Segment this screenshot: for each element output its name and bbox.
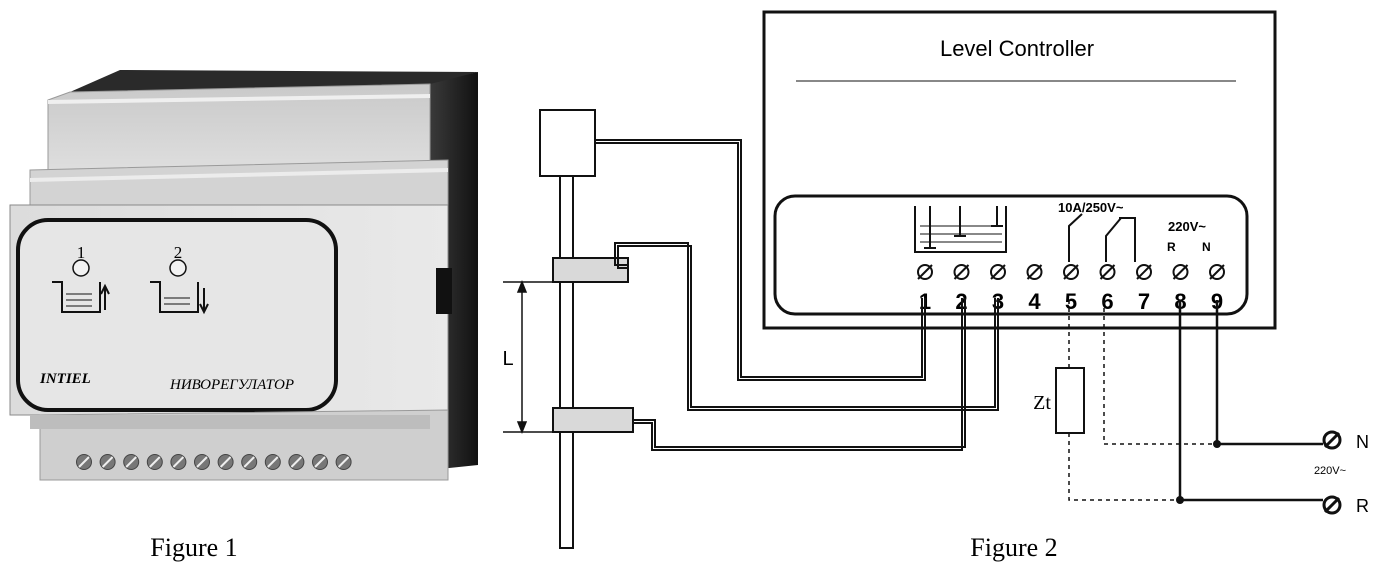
load-zt — [1055, 367, 1085, 434]
device-name: НИВОРЕГУЛАТОР — [169, 377, 294, 393]
indicator-1-label: 1 — [77, 243, 86, 262]
device-terminal-screw — [123, 454, 140, 470]
junction-n — [1213, 440, 1221, 448]
probe-head-box — [539, 109, 596, 177]
upper-level-sensor — [552, 257, 629, 283]
supply-rating: 220V~ — [1168, 219, 1206, 234]
lower-level-sensor — [552, 407, 634, 433]
relay-rating: 10A/250V~ — [1058, 200, 1124, 215]
device-terminal-row — [76, 454, 352, 470]
device-terminal-screw — [99, 454, 116, 470]
terminal-screw-5 — [1063, 264, 1079, 280]
device-terminal-screw — [76, 454, 92, 470]
line-r-label: R — [1356, 496, 1369, 516]
figure1-caption: Figure 1 — [150, 533, 237, 562]
supply-n-label: N — [1202, 240, 1211, 254]
line-terminal-r — [1322, 495, 1342, 515]
line-voltage-label: 220V~ — [1314, 465, 1346, 477]
terminal-screw-6 — [1099, 264, 1116, 280]
controller-title: Level Controller — [940, 36, 1094, 61]
probe-rod — [559, 175, 574, 549]
terminal-screw-8 — [1172, 264, 1189, 280]
device-terminal-screw — [264, 454, 281, 470]
terminal-screw-4 — [1026, 264, 1043, 280]
device-terminal-screw — [146, 454, 163, 470]
supply-wiring — [1178, 300, 1323, 502]
device-illustration — [9, 70, 478, 481]
terminal-screw-1 — [917, 264, 933, 280]
dashed-load-wiring — [1068, 300, 1217, 501]
terminal-panel — [773, 194, 1249, 316]
device-terminal-screw — [194, 454, 210, 470]
probe-wiring — [595, 139, 999, 451]
distance-marker — [503, 279, 553, 435]
terminal-number: 4 — [1028, 289, 1041, 314]
line-terminal-n — [1322, 430, 1342, 450]
load-label: Zt — [1033, 392, 1051, 414]
device-terminal-screw — [170, 454, 187, 470]
device-terminal-screw — [312, 454, 328, 470]
indicator-2-label: 2 — [174, 243, 183, 262]
terminal-number: 7 — [1138, 289, 1150, 314]
device-terminal-screw — [288, 454, 305, 470]
device-terminal-screw — [335, 454, 352, 470]
figure2-caption: Figure 2 — [970, 533, 1057, 562]
line-n-label: N — [1356, 432, 1369, 452]
terminal-screw-3 — [990, 264, 1006, 280]
level-probe-symbol — [914, 206, 1007, 253]
terminal-screw-7 — [1136, 264, 1152, 280]
terminal-number: 6 — [1101, 289, 1113, 314]
relay-contact-symbol — [1068, 213, 1136, 262]
device-terminal-screw — [241, 454, 258, 470]
terminal-screw-2 — [953, 264, 970, 280]
device-terminal-screw — [217, 454, 234, 470]
terminal-screw-9 — [1209, 264, 1225, 280]
device-brand: INTIEL — [39, 371, 91, 387]
junction-r — [1176, 496, 1184, 504]
terminal-number: 5 — [1065, 289, 1077, 314]
distance-label: L — [502, 348, 513, 370]
supply-r-label: R — [1167, 240, 1176, 254]
